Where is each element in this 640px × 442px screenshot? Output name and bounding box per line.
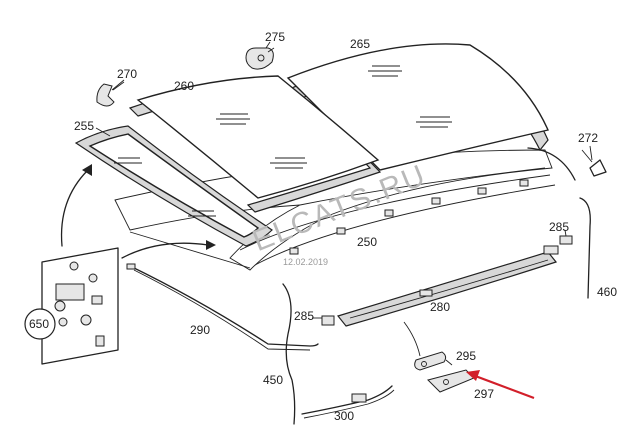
lever-295	[403, 321, 447, 371]
label-290: 290	[190, 323, 210, 337]
hardware-kit-650	[41, 247, 119, 365]
label-295: 295	[456, 349, 476, 363]
label-450: 450	[263, 373, 283, 387]
clip-270	[96, 81, 125, 107]
small-part-285-left	[321, 315, 335, 326]
highlight-arrow	[469, 372, 535, 400]
highlight-arrow-head	[466, 370, 480, 381]
callout-circle-650	[24, 308, 56, 340]
curved-arrow-to-frame	[60, 169, 89, 247]
label-270: 270	[117, 67, 137, 81]
label-460: 460	[597, 285, 617, 299]
clip-275	[245, 41, 274, 70]
label-255: 255	[74, 119, 94, 133]
seal-strip	[527, 147, 576, 181]
label-250: 250	[357, 235, 377, 249]
arrow-head-roof	[206, 240, 216, 250]
bracket-272	[581, 149, 607, 177]
drain-tube-450	[282, 283, 296, 425]
label-280: 280	[430, 300, 450, 314]
drain-tube-460	[579, 197, 591, 299]
bracket-297	[427, 369, 475, 393]
date-stamp: 12.02.2019	[283, 257, 328, 267]
label-297: 297	[474, 387, 494, 401]
label-285-left: 285	[294, 309, 314, 323]
frame-255	[74, 125, 273, 247]
curved-arrow-to-roof	[121, 242, 209, 259]
rail-290	[126, 263, 319, 351]
label-300: 300	[334, 409, 354, 423]
label-285-right: 285	[549, 220, 569, 234]
label-265: 265	[350, 37, 370, 51]
label-260: 260	[174, 79, 194, 93]
arrow-head-frame	[82, 164, 92, 176]
small-part-285-right	[559, 235, 573, 245]
roof-body-250	[114, 149, 556, 271]
front-glass-panel-260	[128, 75, 382, 213]
label-272: 272	[578, 131, 598, 145]
label-650: 650	[29, 317, 49, 331]
leader-lines	[95, 47, 593, 366]
guide-rail-280	[336, 245, 559, 327]
label-275: 275	[265, 30, 285, 44]
drive-cable-300	[301, 385, 395, 419]
